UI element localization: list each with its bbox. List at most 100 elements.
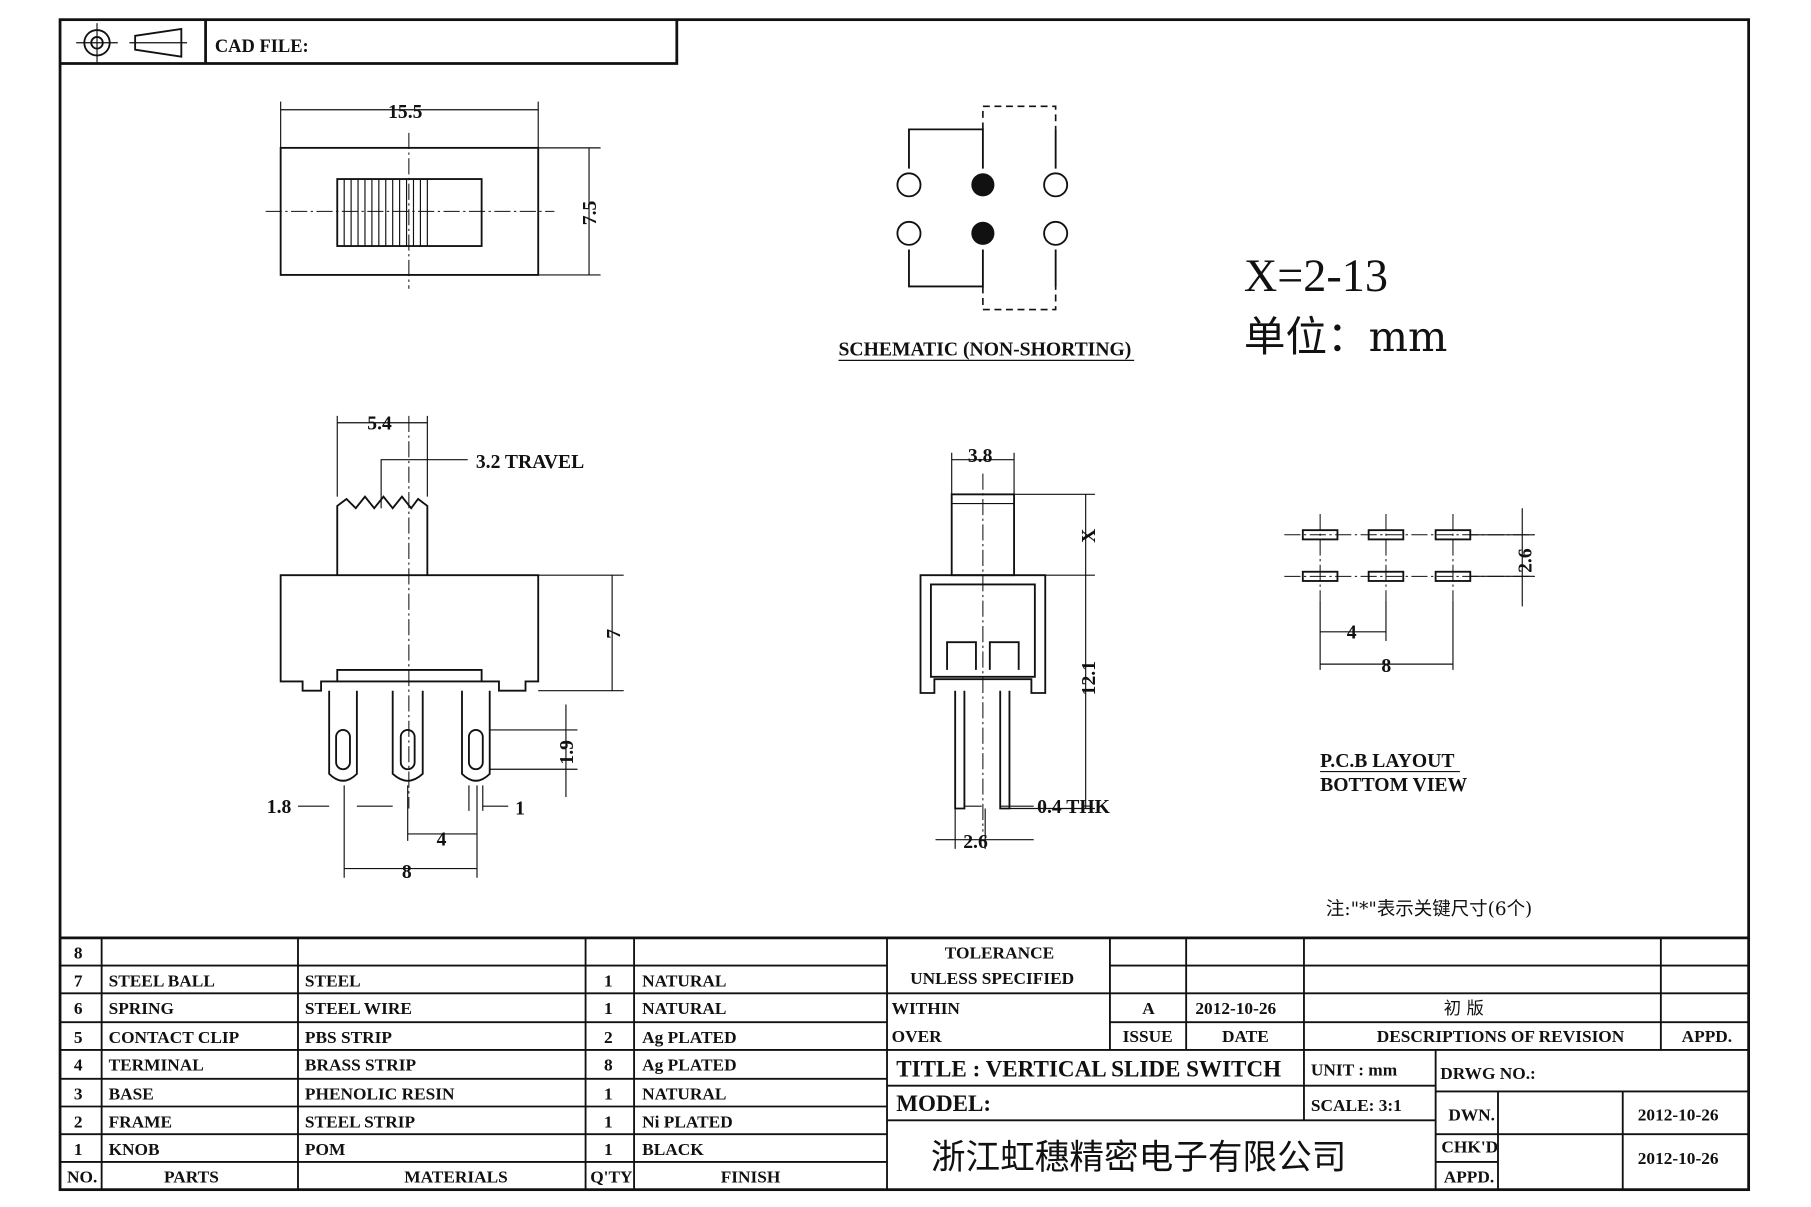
header-no: NO. xyxy=(67,1168,97,1187)
schematic-caption: SCHEMATIC (NON-SHORTING) xyxy=(839,340,1132,361)
part-finish: Ag PLATED xyxy=(642,1056,736,1075)
part-name: STEEL BALL xyxy=(109,971,215,990)
row-number: 3 xyxy=(74,1085,83,1104)
x-range: X=2-13 xyxy=(1244,250,1388,301)
unit-field: UNIT : mm xyxy=(1311,1060,1398,1079)
part-name: CONTACT CLIP xyxy=(109,1028,240,1047)
dim-pitch: 4 xyxy=(1347,623,1357,644)
row-number: 8 xyxy=(74,944,83,963)
part-finish: Ag PLATED xyxy=(642,1028,736,1047)
dim-span: 8 xyxy=(1381,656,1391,677)
drawn-label: DWN. xyxy=(1448,1105,1495,1124)
row-number: 7 xyxy=(74,971,83,990)
part-material: POM xyxy=(305,1140,345,1159)
dim-travel: 3.2 TRAVEL xyxy=(476,452,584,473)
header-parts: PARTS xyxy=(164,1168,219,1187)
dim-slot-width: 1 xyxy=(515,798,525,819)
part-qty: 1 xyxy=(604,1112,613,1131)
row-number: 5 xyxy=(74,1028,83,1047)
note: 注:"*"表示关键尺寸(6个) xyxy=(1326,899,1532,920)
checked-label: CHK'D xyxy=(1441,1138,1498,1157)
table-row: 1 KNOB POM 1 BLACK xyxy=(74,1140,704,1159)
dim-slot-height: 1.9 xyxy=(557,740,578,765)
drawing-title: TITLE : VERTICAL SLIDE SWITCH xyxy=(896,1055,1281,1081)
title-block: TITLE : VERTICAL SLIDE SWITCH UNIT : mm … xyxy=(887,1049,1749,1190)
appd-label: APPD. xyxy=(1682,1027,1732,1046)
dim-pin-pitch: 4 xyxy=(437,829,447,850)
part-finish: NATURAL xyxy=(642,999,726,1018)
dim-row-pitch: 2.6 xyxy=(1515,548,1536,573)
header-materials: MATERIALS xyxy=(404,1168,508,1187)
part-name: SPRING xyxy=(109,999,174,1018)
row-number: 2 xyxy=(74,1112,83,1131)
date-label: DATE xyxy=(1222,1027,1269,1046)
dim-body-height: 7 xyxy=(604,629,625,639)
revision-date: 2012-10-26 xyxy=(1195,999,1276,1018)
part-qty: 1 xyxy=(604,971,613,990)
part-material: STEEL WIRE xyxy=(305,999,412,1018)
front-view: 3.8 X 12.1 0.4 THK 2.6 xyxy=(919,446,1111,853)
part-name: KNOB xyxy=(109,1140,160,1159)
dim-knob-width-front: 3.8 xyxy=(968,446,993,467)
part-qty: 1 xyxy=(604,1140,613,1159)
part-material: PBS STRIP xyxy=(305,1028,392,1047)
part-name: FRAME xyxy=(109,1112,172,1131)
pcb-caption: P.C.B LAYOUT xyxy=(1320,751,1454,772)
table-row: 8 xyxy=(74,944,83,963)
row-number: 6 xyxy=(74,999,83,1018)
drawing-number-label: DRWG NO.: xyxy=(1440,1064,1536,1083)
projection-symbol-icon xyxy=(76,23,188,63)
pcb-caption-sub: BOTTOM VIEW xyxy=(1320,775,1467,796)
tolerance-label: TOLERANCE xyxy=(945,944,1054,963)
table-row: 2 FRAME STEEL STRIP 1 Ni PLATED xyxy=(74,1112,733,1131)
side-view: 5.4 3.2 TRAVEL 7 1.9 1.8 1 4 8 xyxy=(267,414,625,883)
row-number: 4 xyxy=(74,1056,83,1075)
pcb-layout: 2.6 4 8 P.C.B LAYOUT BOTTOM VIEW xyxy=(1284,508,1536,796)
within-label: WITHIN xyxy=(892,999,961,1018)
part-material: PHENOLIC RESIN xyxy=(305,1085,455,1104)
dim-knob-width: 5.4 xyxy=(367,414,392,435)
top-view: 15.5 7.5 xyxy=(265,101,601,289)
part-finish: Ni PLATED xyxy=(642,1112,733,1131)
dim-pin-spacing: 2.6 xyxy=(963,832,988,853)
sheet-border xyxy=(58,18,1751,1192)
unit-label: 单位：mm xyxy=(1244,312,1448,361)
dim-pin-span: 8 xyxy=(402,862,412,883)
table-row: 3 BASE PHENOLIC RESIN 1 NATURAL xyxy=(74,1085,727,1104)
part-name: BASE xyxy=(109,1085,154,1104)
part-qty: 2 xyxy=(604,1028,613,1047)
header-box: CAD FILE: xyxy=(60,19,679,65)
schematic: SCHEMATIC (NON-SHORTING) xyxy=(839,105,1135,361)
part-material: STEEL STRIP xyxy=(305,1112,416,1131)
revision-block: TOLERANCE UNLESS SPECIFIED WITHIN OVER A… xyxy=(887,937,1749,1051)
issue-label: ISSUE xyxy=(1123,1027,1173,1046)
drawn-date: 2012-10-26 xyxy=(1638,1105,1719,1124)
header-finish: FINISH xyxy=(721,1168,781,1187)
cad-file-label: CAD FILE: xyxy=(215,36,309,56)
tolerance-sub: UNLESS SPECIFIED xyxy=(910,969,1074,988)
part-qty: 1 xyxy=(604,1085,613,1104)
part-qty: 8 xyxy=(604,1056,613,1075)
checked-date: 2012-10-26 xyxy=(1638,1149,1719,1168)
part-material: BRASS STRIP xyxy=(305,1056,417,1075)
dim-thickness: 0.4 THK xyxy=(1037,797,1110,818)
approved-label: APPD. xyxy=(1444,1168,1494,1187)
part-finish: NATURAL xyxy=(642,1085,726,1104)
header-qty: Q'TY xyxy=(590,1168,633,1187)
descriptions-label: DESCRIPTIONS OF REVISION xyxy=(1377,1027,1625,1046)
part-finish: BLACK xyxy=(642,1140,704,1159)
part-qty: 1 xyxy=(604,999,613,1018)
company-name: 浙江虹穗精密电子有限公司 xyxy=(931,1138,1347,1178)
dim-pin-offset: 1.8 xyxy=(267,797,292,818)
dim-12-1: 12.1 xyxy=(1079,661,1100,695)
model-label: MODEL: xyxy=(896,1090,991,1116)
revision-description: 初 版 xyxy=(1444,999,1484,1019)
table-row: 5 CONTACT CLIP PBS STRIP 2 Ag PLATED xyxy=(74,1028,737,1047)
over-label: OVER xyxy=(892,1027,943,1046)
revision-issue: A xyxy=(1142,999,1155,1018)
row-number: 1 xyxy=(74,1140,83,1159)
dim-height: 7.5 xyxy=(580,201,601,226)
